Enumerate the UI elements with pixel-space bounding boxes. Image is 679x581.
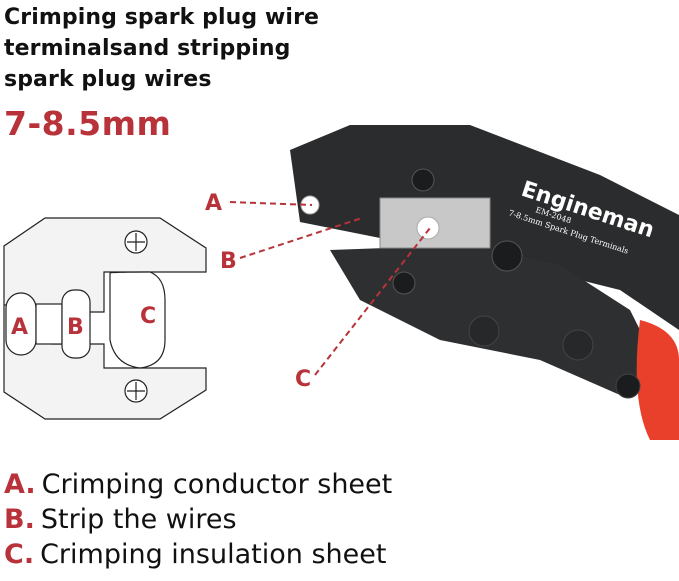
page-title: Crimping spark plug wire terminalsand st… — [4, 2, 319, 95]
title-line-1: Crimping spark plug wire — [4, 5, 320, 30]
callout-lines — [229, 201, 431, 376]
diagram-label-a: A — [11, 315, 28, 340]
die-diagram — [3, 217, 207, 420]
callout-b: B — [220, 249, 237, 274]
callout-c: C — [295, 367, 311, 392]
title-line-2: terminalsand stripping — [4, 36, 291, 61]
legend: A.Crimping conductor sheet B.Strip the w… — [4, 467, 392, 572]
callout-a: A — [205, 191, 222, 216]
legend-item: A.Crimping conductor sheet — [4, 469, 393, 500]
handle-grip — [636, 320, 679, 440]
diagram-label-b: B — [67, 315, 84, 340]
crimping-tool — [290, 125, 679, 440]
diagram-label-c: C — [140, 304, 156, 329]
title-line-3: spark plug wires — [4, 67, 212, 92]
legend-item: B.Strip the wires — [4, 504, 237, 535]
size-range: 7-8.5mm — [4, 104, 172, 143]
legend-item: C.Crimping insulation sheet — [4, 539, 387, 570]
